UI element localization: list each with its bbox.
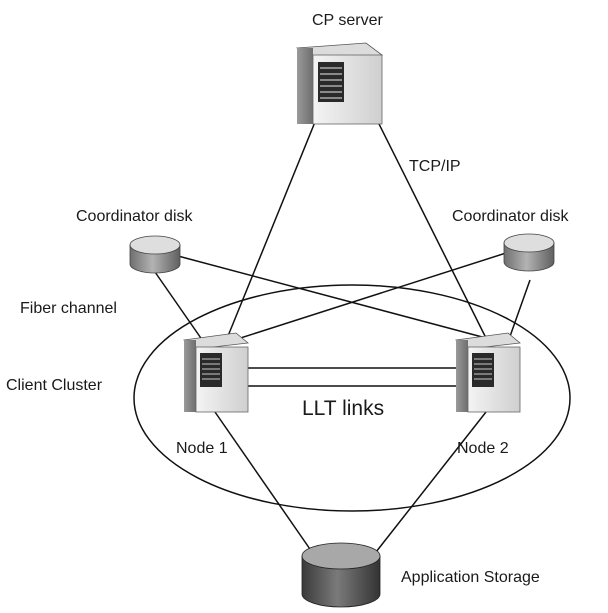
coordinator-disk-right-icon (503, 233, 555, 272)
node2-label: Node 2 (457, 440, 509, 457)
node1-server-icon (182, 332, 249, 413)
node2-server-icon (454, 332, 521, 413)
fiber-channel-label: Fiber channel (20, 300, 117, 317)
link-disk-left-node2 (177, 255, 487, 339)
cp-server-icon (295, 42, 384, 125)
link-node2-storage (375, 411, 487, 553)
link-node1-storage (214, 411, 313, 553)
link-cp-node1 (227, 121, 316, 337)
link-cp-node2 (377, 121, 487, 339)
cp-server-label: CP server (312, 12, 384, 29)
client-cluster-label: Client Cluster (6, 377, 103, 394)
link-disk-right-node2 (507, 279, 531, 343)
tcp-ip-label: TCP/IP (409, 158, 461, 175)
coordinator-disk-left-label: Coordinator disk (76, 208, 194, 225)
connections (154, 121, 531, 553)
application-storage-label: Application Storage (401, 569, 540, 586)
node1-label: Node 1 (176, 440, 228, 457)
application-storage-icon (301, 542, 381, 608)
link-disk-right-node1 (227, 252, 507, 343)
coordinator-disk-left-icon (129, 235, 181, 274)
llt-links-label: LLT links (302, 397, 384, 420)
client-cluster-boundary (133, 284, 571, 512)
link-disk-left-node1 (154, 271, 206, 345)
coordinator-disk-right-label: Coordinator disk (452, 208, 570, 225)
